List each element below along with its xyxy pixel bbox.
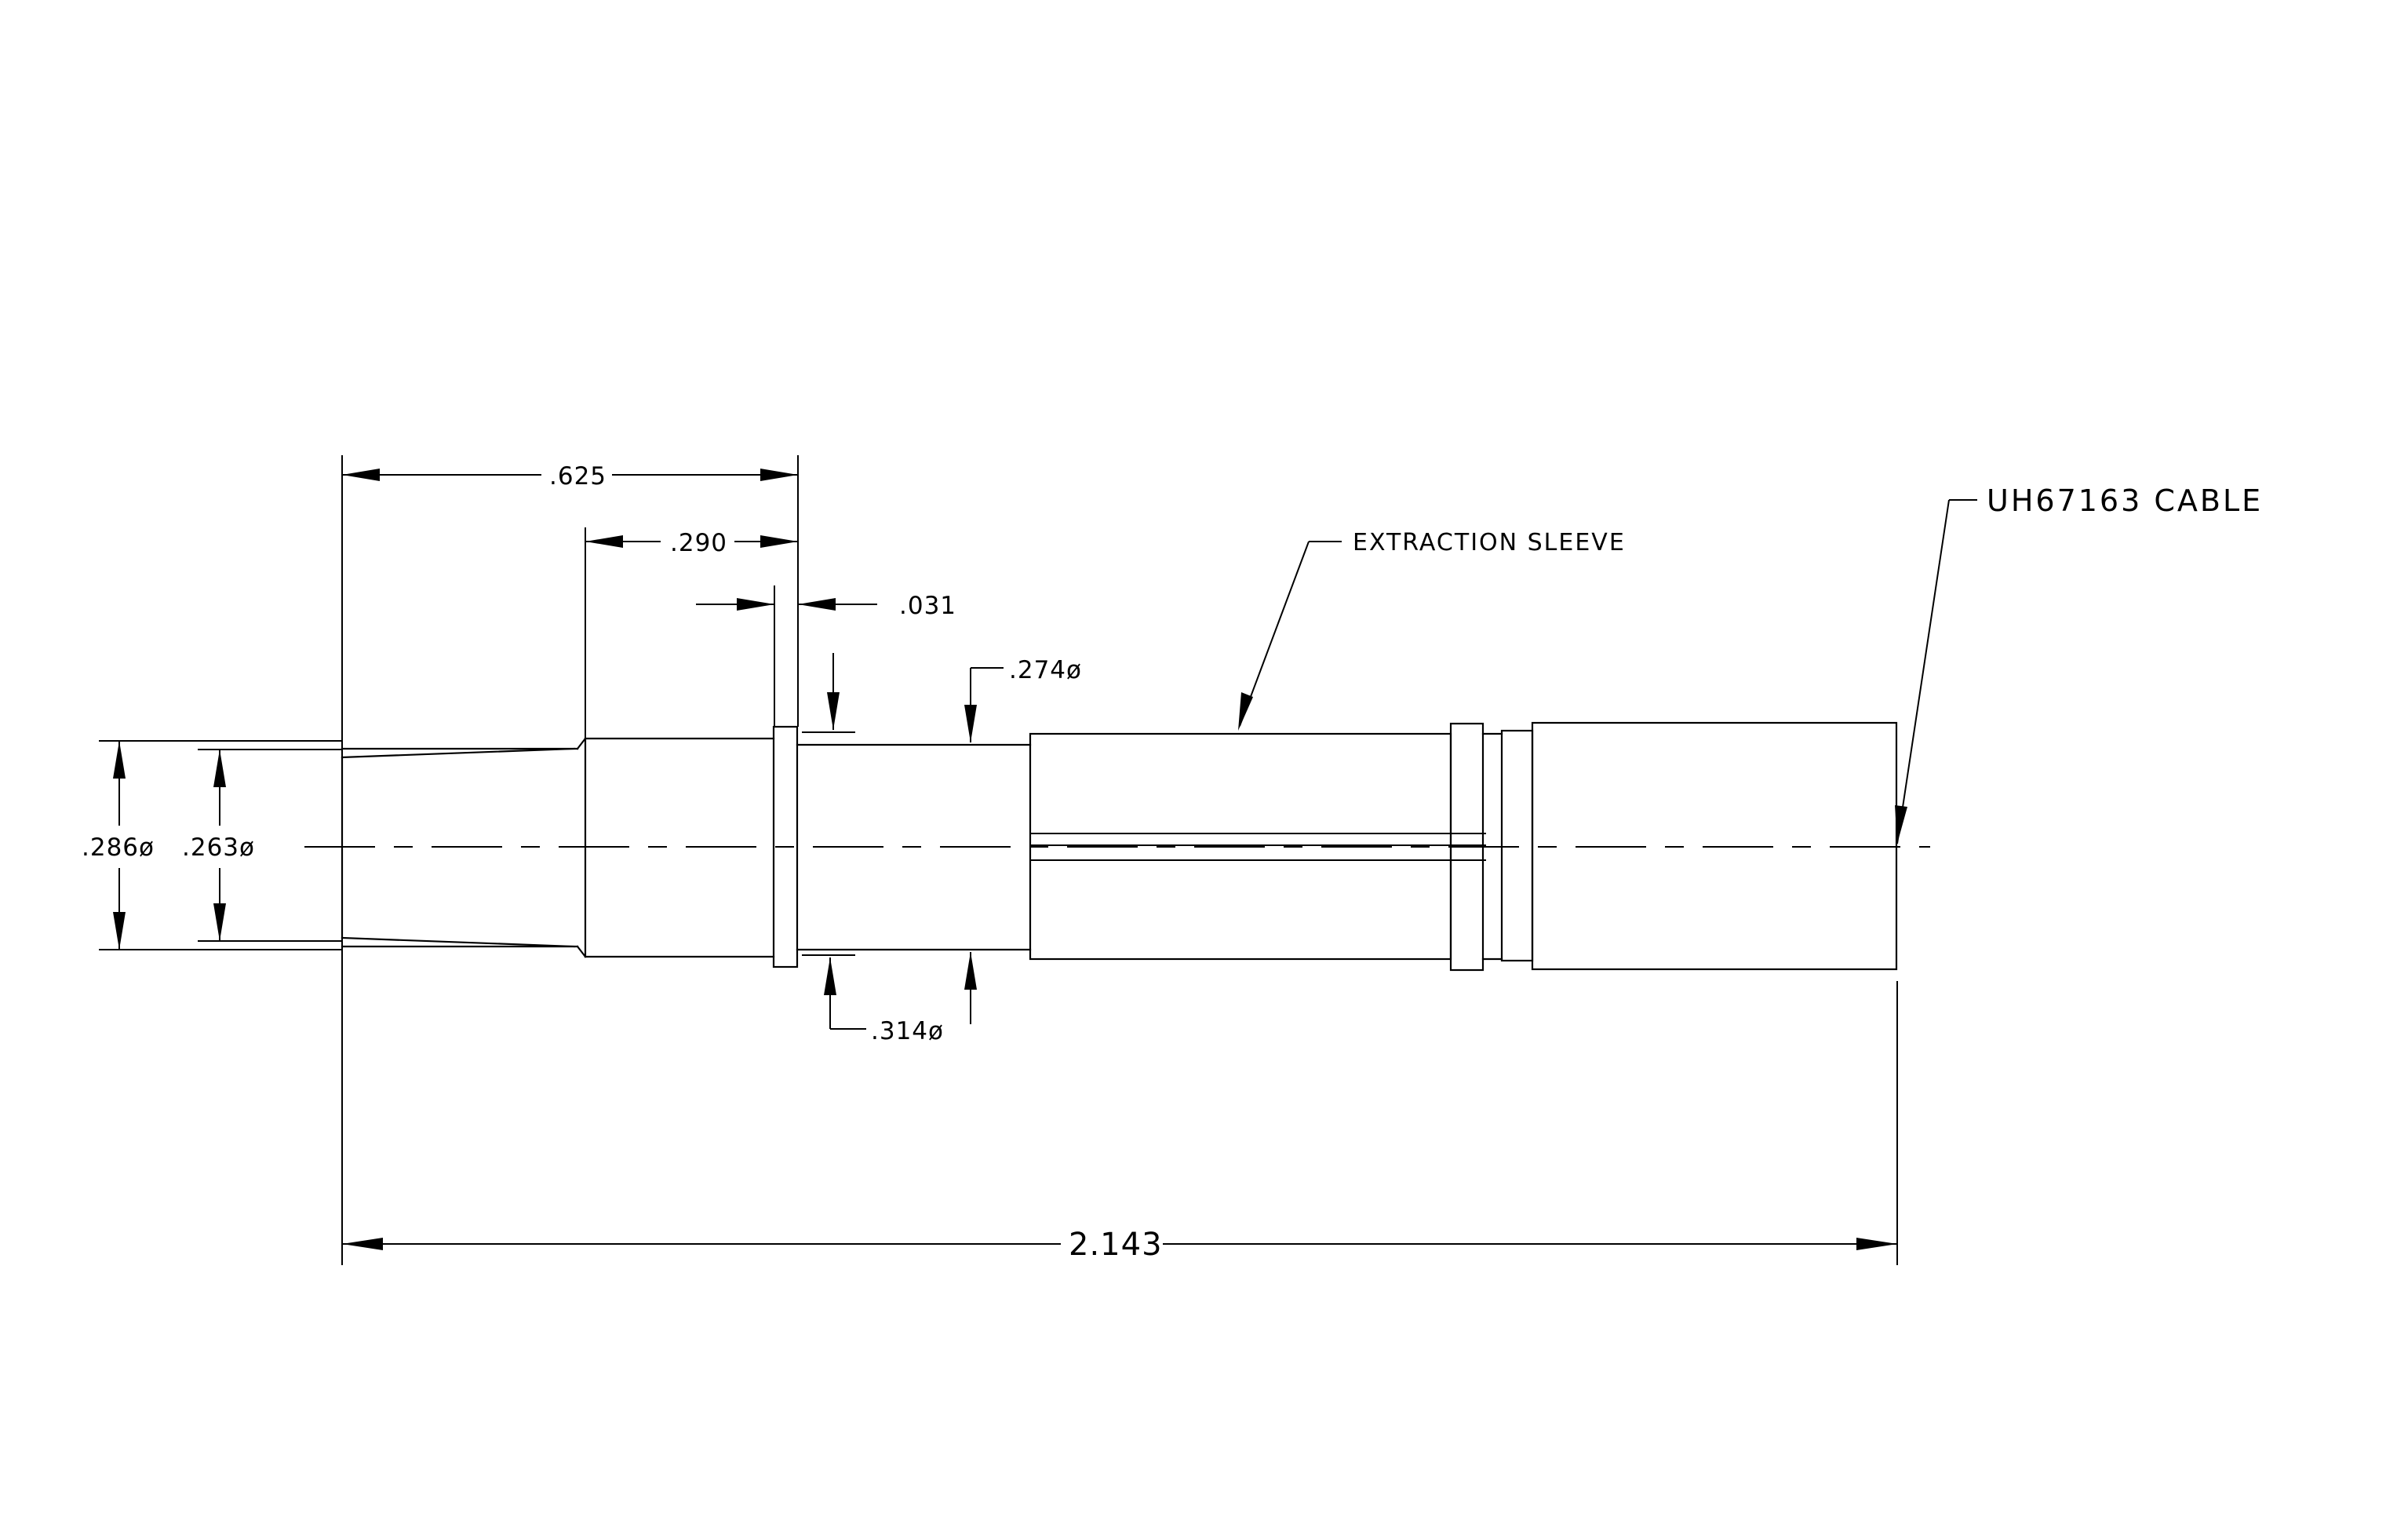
dim-263-label: .263ø — [182, 833, 255, 862]
dim-314-leader — [824, 952, 977, 1030]
dim-290-label: .290 — [670, 529, 727, 557]
dim-274-label: .274ø — [1009, 656, 1082, 684]
dim-314-label: .314ø — [871, 1017, 944, 1045]
dim-290 — [585, 535, 798, 548]
cable-leader — [1895, 499, 1977, 844]
dim-625-label: .625 — [549, 462, 607, 491]
dim-625 — [342, 469, 798, 481]
dim-274-leader — [827, 653, 1004, 742]
dim-286-label: .286ø — [82, 833, 155, 862]
dim-2143-label: 2.143 — [1069, 1227, 1163, 1263]
dim-031 — [696, 598, 877, 611]
extraction-sleeve-label: EXTRACTION SLEEVE — [1353, 529, 1626, 556]
dim-031-label: .031 — [899, 592, 956, 620]
cable-label: UH67163 CABLE — [1987, 483, 2263, 518]
dim-263 — [213, 750, 226, 941]
extraction-sleeve-leader — [1238, 541, 1342, 731]
dim-286 — [113, 741, 126, 950]
extension-lines — [99, 455, 1898, 1265]
dim-2143 — [342, 1238, 1897, 1250]
